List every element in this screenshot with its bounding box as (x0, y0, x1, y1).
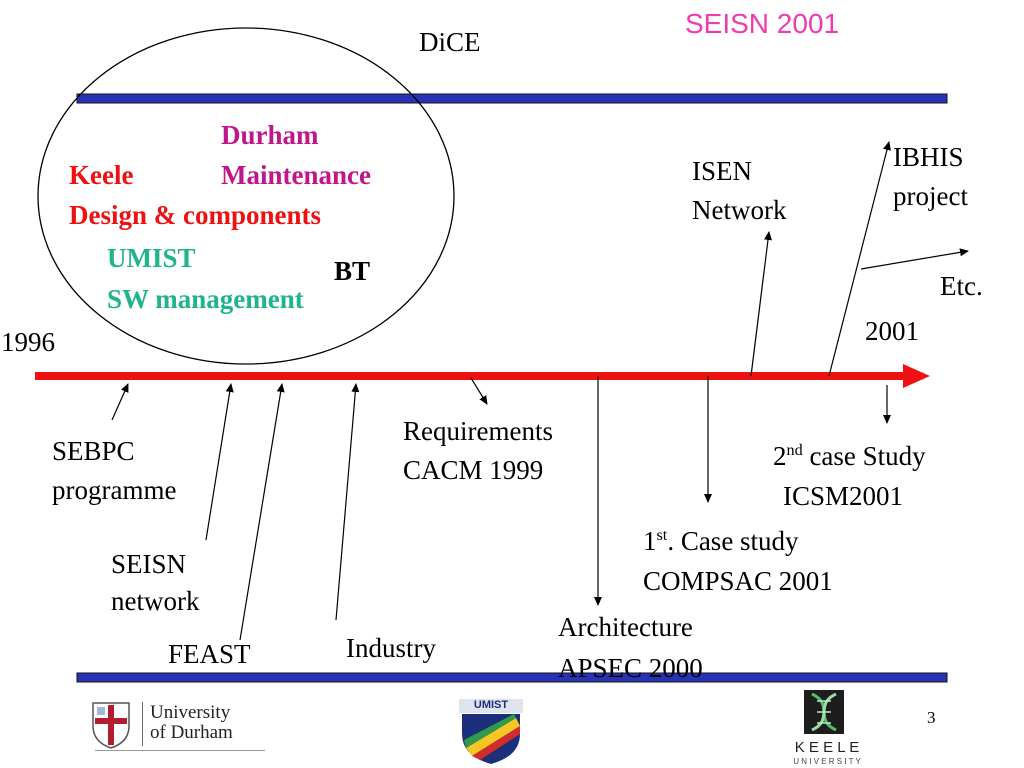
ibhis-label: IBHIS project (893, 138, 968, 216)
isen-line1: ISEN (692, 156, 752, 186)
requirements-label: Requirements CACM 1999 (403, 412, 553, 490)
architecture-line2: APSEC 2000 (558, 653, 703, 683)
seisn-line2: network (111, 586, 200, 616)
isen-line2: Network (692, 195, 787, 225)
ibhis-line2: project (893, 181, 968, 211)
case2-line1: 2nd case Study (773, 441, 926, 471)
sebpc-label: SEBPC programme (52, 432, 176, 510)
case1-label: 1st. Case study COMPSAC 2001 (643, 521, 833, 601)
umist-shield-icon (459, 699, 523, 764)
dice-circle (37, 27, 455, 365)
requirements-line2: CACM 1999 (403, 455, 544, 485)
umist-logo: UMIST (458, 698, 524, 766)
isen-arrow (750, 231, 772, 377)
architecture-line1: Architecture (558, 612, 693, 642)
durham-topic: Maintenance (221, 160, 371, 190)
feast-arrow (239, 383, 285, 641)
durham-logo-line2: of Durham (150, 722, 233, 743)
durham-logo: University of Durham (90, 700, 270, 752)
industry-arrow (335, 383, 360, 621)
sebpc-line2: programme (52, 475, 177, 505)
requirements-arrow (470, 377, 488, 405)
case1-line2: COMPSAC 2001 (643, 566, 833, 596)
start-year: 1996 (1, 327, 55, 357)
bottom-bar (76, 672, 948, 683)
ibhis-line1: IBHIS (893, 142, 964, 172)
durham-label: Durham (221, 120, 319, 150)
feast-label: FEAST (168, 639, 251, 669)
sebpc-line1: SEBPC (52, 436, 135, 466)
keele-label: Keele (69, 160, 134, 190)
keele-logo-text: K E E L E (794, 739, 860, 756)
timeline-arrowhead (903, 364, 930, 388)
dice-label: DiCE (419, 27, 481, 57)
isen-label: ISEN Network (692, 152, 786, 230)
case2-line2: ICSM2001 (783, 481, 904, 511)
etc-label: Etc. (940, 271, 983, 301)
keele-topic: Design & components (69, 200, 322, 230)
keele-logo-subtext: U N I V E R S I T Y (793, 757, 861, 766)
case2-label: 2nd case Study ICSM2001 (773, 436, 926, 516)
seisn-line1: SEISN (111, 549, 187, 579)
requirements-line1: Requirements (403, 416, 553, 446)
top-bar (76, 93, 948, 104)
durham-logo-line1: University (150, 702, 231, 723)
umist-logo-text: UMIST (473, 699, 509, 711)
etc-arrow (860, 248, 969, 270)
industry-label: Industry (346, 633, 436, 663)
dna-helix-icon (804, 690, 844, 734)
page-number: 3 (927, 708, 936, 727)
seisn-arrow (205, 383, 234, 541)
architecture-label: Architecture APSEC 2000 (558, 607, 703, 689)
case1-line1: 1st. Case study (643, 526, 799, 556)
bt-label: BT (334, 256, 371, 286)
umist-topic: SW management (107, 284, 304, 314)
ibhis-arrow (828, 141, 891, 377)
seisn-label: SEISN network (111, 546, 199, 620)
keele-logo: K E E L E U N I V E R S I T Y (760, 690, 890, 768)
umist-label: UMIST (107, 243, 196, 273)
slide-header: SEISN 2001 (685, 8, 840, 39)
end-year: 2001 (865, 316, 919, 346)
durham-shield-icon (92, 702, 130, 749)
sebpc-arrow (111, 383, 129, 421)
